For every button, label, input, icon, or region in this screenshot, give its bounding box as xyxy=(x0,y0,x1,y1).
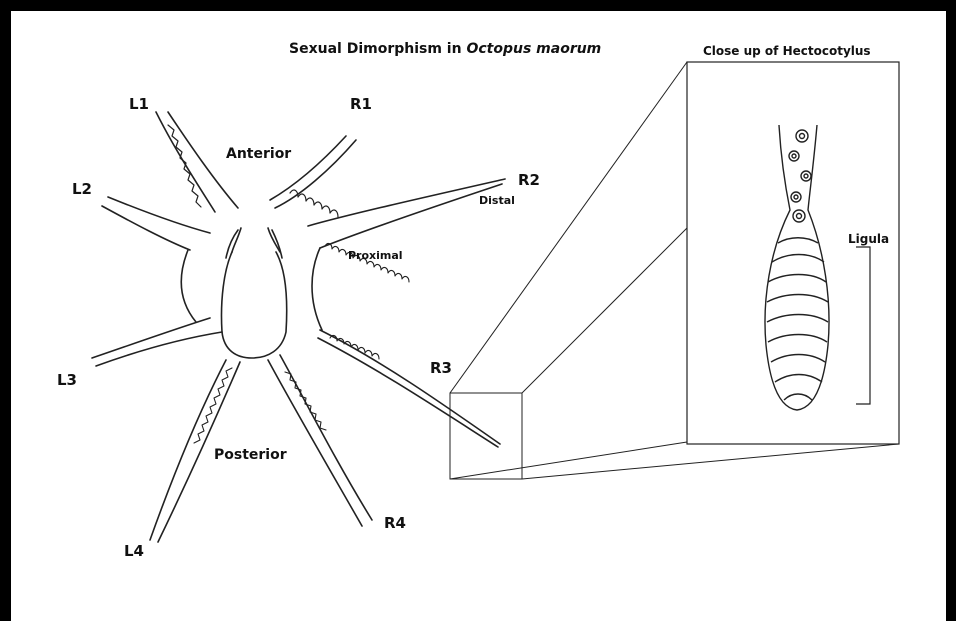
arm-l2 xyxy=(108,197,210,233)
label-r4: R4 xyxy=(384,514,406,532)
arm-r4 xyxy=(280,355,372,520)
label-proximal: Proximal xyxy=(348,249,403,262)
label-l4: L4 xyxy=(124,542,144,560)
arm-r2 xyxy=(308,179,505,226)
mantle xyxy=(221,252,286,358)
label-l1: L1 xyxy=(129,95,149,113)
figure-title: Sexual Dimorphism in Octopus maorum xyxy=(289,41,601,57)
label-r3: R3 xyxy=(430,359,452,377)
label-r1: R1 xyxy=(350,95,372,113)
label-r2: R2 xyxy=(518,171,540,189)
label-anterior: Anterior xyxy=(226,146,291,162)
octopus-outline xyxy=(92,112,505,542)
label-ligula: Ligula xyxy=(848,232,889,246)
label-posterior: Posterior xyxy=(214,447,287,463)
closeup-panel xyxy=(687,62,899,444)
closeup-title: Close up of Hectocotylus xyxy=(703,44,871,58)
zoom-box xyxy=(450,393,522,479)
label-distal: Distal xyxy=(479,194,515,207)
label-l2: L2 xyxy=(72,180,92,198)
label-l3: L3 xyxy=(57,371,77,389)
